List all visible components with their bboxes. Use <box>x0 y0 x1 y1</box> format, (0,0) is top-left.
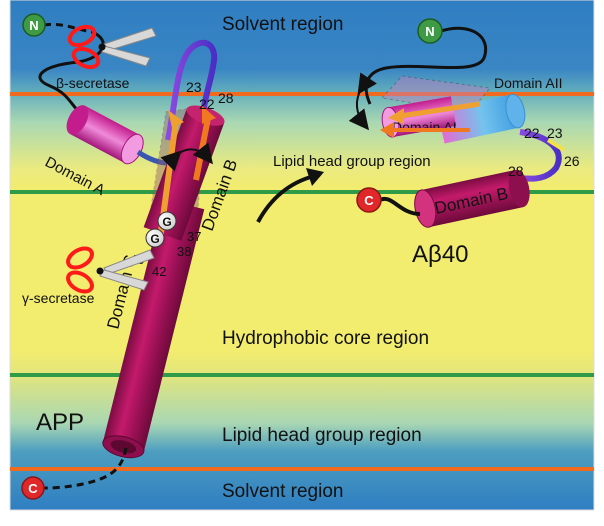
app-residue-37: 37 <box>187 229 201 244</box>
abeta-c-terminus <box>356 187 382 213</box>
beta-secretase-label: β-secretase <box>56 75 130 91</box>
app-domain-a <box>66 105 144 165</box>
app-residue-38: 38 <box>177 244 191 259</box>
abeta-c-tail <box>379 196 421 216</box>
app-glycine-ball-1 <box>157 211 177 231</box>
abeta-loop-highlight <box>546 138 566 152</box>
gamma-secretase-scissors-icon <box>66 246 155 294</box>
app-c-tail <box>43 447 128 490</box>
abeta-loop <box>519 129 562 182</box>
beta-secretase-scissors-icon <box>67 24 157 70</box>
transition-arrowhead <box>306 168 324 186</box>
app-c-terminus-label: C <box>28 481 38 496</box>
abeta-shaded-plane <box>381 75 491 113</box>
app-residue-42: 42 <box>152 264 166 279</box>
app-domain-c <box>102 199 205 459</box>
app-n-tail-dashed <box>43 22 93 34</box>
app-strand-arrowhead-1 <box>168 110 184 128</box>
abeta-residue-26: 26 <box>564 153 580 169</box>
gamma-secretase-label: γ-secretase <box>22 290 95 306</box>
abeta-rotation-arrow <box>348 72 377 131</box>
abeta-strand-arrow-1 <box>399 101 481 119</box>
abeta-strand-arrowhead-1 <box>388 108 404 124</box>
abeta40-peptide: Domain AII Domain AI Domain B 22 23 26 <box>348 26 580 268</box>
app-glycine-ball-2 <box>145 228 165 248</box>
transition-arrow <box>256 174 315 223</box>
abeta-residue-28: 28 <box>508 163 524 179</box>
app-glycine-label-1: G <box>162 215 171 229</box>
hydrophobic-core-label: Hydrophobic core region <box>222 328 429 349</box>
app-c-terminus <box>21 476 45 500</box>
abeta-residue-23: 23 <box>547 125 563 141</box>
lipid-head-lower-label: Lipid head group region <box>222 425 422 446</box>
abeta-c-terminus-label: C <box>364 193 374 208</box>
app-loop <box>165 39 218 141</box>
abeta-strand-arrowhead-2 <box>380 122 394 138</box>
app-n-terminus <box>22 13 46 37</box>
abeta-domain-aii-label: Domain AII <box>494 75 562 91</box>
app-residue-28: 28 <box>218 90 234 106</box>
figure-frame <box>9 0 595 511</box>
app-strand-arrowhead-2 <box>202 106 216 124</box>
app-rotation-arrow <box>160 142 214 172</box>
lipid-head-upper-label: Lipid head group region <box>273 153 431 170</box>
abeta40-label: Aβ40 <box>412 241 469 268</box>
app-residue-22: 22 <box>199 96 215 112</box>
abeta-residue-22: 22 <box>524 125 540 141</box>
solvent-region-bottom-label: Solvent region <box>222 481 343 502</box>
abeta-n-terminus <box>417 18 443 44</box>
app-n-terminus-label: N <box>29 18 38 33</box>
abeta-n-terminus-label: N <box>425 24 434 39</box>
abeta-domain-b <box>414 169 530 228</box>
app-residue-23: 23 <box>186 79 202 95</box>
app-label: APP <box>36 409 84 436</box>
solvent-region-top-label: Solvent region <box>222 14 343 35</box>
app-glycine-label-2: G <box>150 232 159 246</box>
